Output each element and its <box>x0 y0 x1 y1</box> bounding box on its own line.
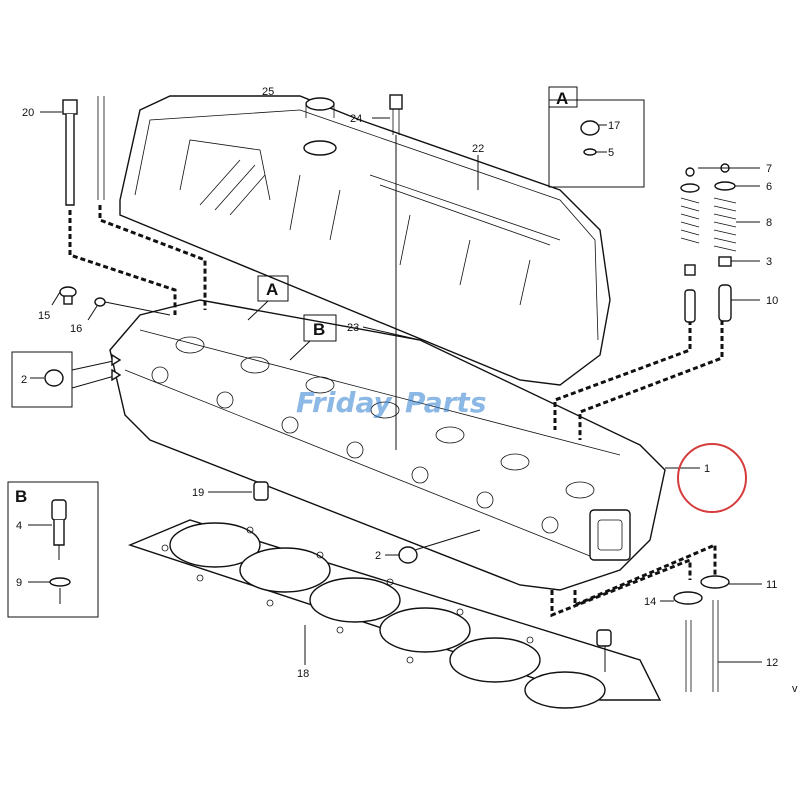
assembly-line-valve-in <box>553 320 692 430</box>
label-8: 8 <box>766 217 772 229</box>
label-3: 3 <box>766 256 772 268</box>
plug-15 <box>59 286 77 305</box>
label-18: 18 <box>297 668 309 680</box>
label-22: 22 <box>472 143 484 155</box>
assembly-line-seat-2 <box>573 542 717 608</box>
detail-b-letter: B <box>15 487 27 506</box>
label-16: 16 <box>70 323 82 335</box>
label-6: 6 <box>766 181 772 193</box>
label-17: 17 <box>608 120 620 132</box>
bolt-20 <box>62 96 105 206</box>
marker-b-letter: B <box>313 320 325 339</box>
washer-16 <box>94 297 106 307</box>
marker-a <box>247 275 289 321</box>
assembly-line-stud <box>98 205 207 310</box>
assembly-line-valve-ex <box>578 320 724 440</box>
label-10: 10 <box>766 295 778 307</box>
detail-a-letter: A <box>556 89 568 108</box>
label-24: 24 <box>350 113 362 125</box>
leader-lines <box>40 111 762 672</box>
marker-a-letter: A <box>266 280 278 299</box>
detail-box-a <box>548 86 645 188</box>
head-gasket <box>127 519 662 709</box>
label-14: 14 <box>644 596 656 608</box>
label-1: 1 <box>704 463 710 475</box>
valves <box>673 575 730 692</box>
watermark-text-1: Friday <box>296 386 394 419</box>
label-15: 15 <box>38 310 50 322</box>
label-2-box: 2 <box>21 374 27 386</box>
watermark: Friday Parts <box>296 386 486 419</box>
valve-cover <box>119 95 611 386</box>
label-19: 19 <box>192 487 204 499</box>
label-9: 9 <box>16 577 22 589</box>
label-4: 4 <box>16 520 22 532</box>
label-23: 23 <box>347 322 359 334</box>
label-12: 12 <box>766 657 778 669</box>
assembly-line-bolt <box>68 210 177 315</box>
label-20: 20 <box>22 107 34 119</box>
marker-b <box>289 314 337 361</box>
label-25: 25 <box>262 86 274 98</box>
label-2: 2 <box>375 550 381 562</box>
cylinder-head <box>109 299 666 591</box>
watermark-text-2: Parts <box>405 386 486 419</box>
label-7: 7 <box>766 163 772 175</box>
highlight-circle <box>677 443 747 513</box>
dowel-19 <box>253 481 269 501</box>
corner-mark: v <box>792 683 798 695</box>
valve-spring-set <box>680 163 737 323</box>
bolt-24 <box>389 94 403 450</box>
plug-2 <box>398 546 418 564</box>
dowel-gasket <box>596 629 612 647</box>
detail-box-b <box>7 481 99 618</box>
plug-2-callout <box>11 351 122 408</box>
assembly-line-seat-1 <box>550 557 692 618</box>
label-5: 5 <box>608 147 614 159</box>
callout-labels: 20 25 24 22 17 5 7 6 8 3 10 15 16 23 2 1… <box>15 86 798 695</box>
label-11: 11 <box>766 579 777 591</box>
